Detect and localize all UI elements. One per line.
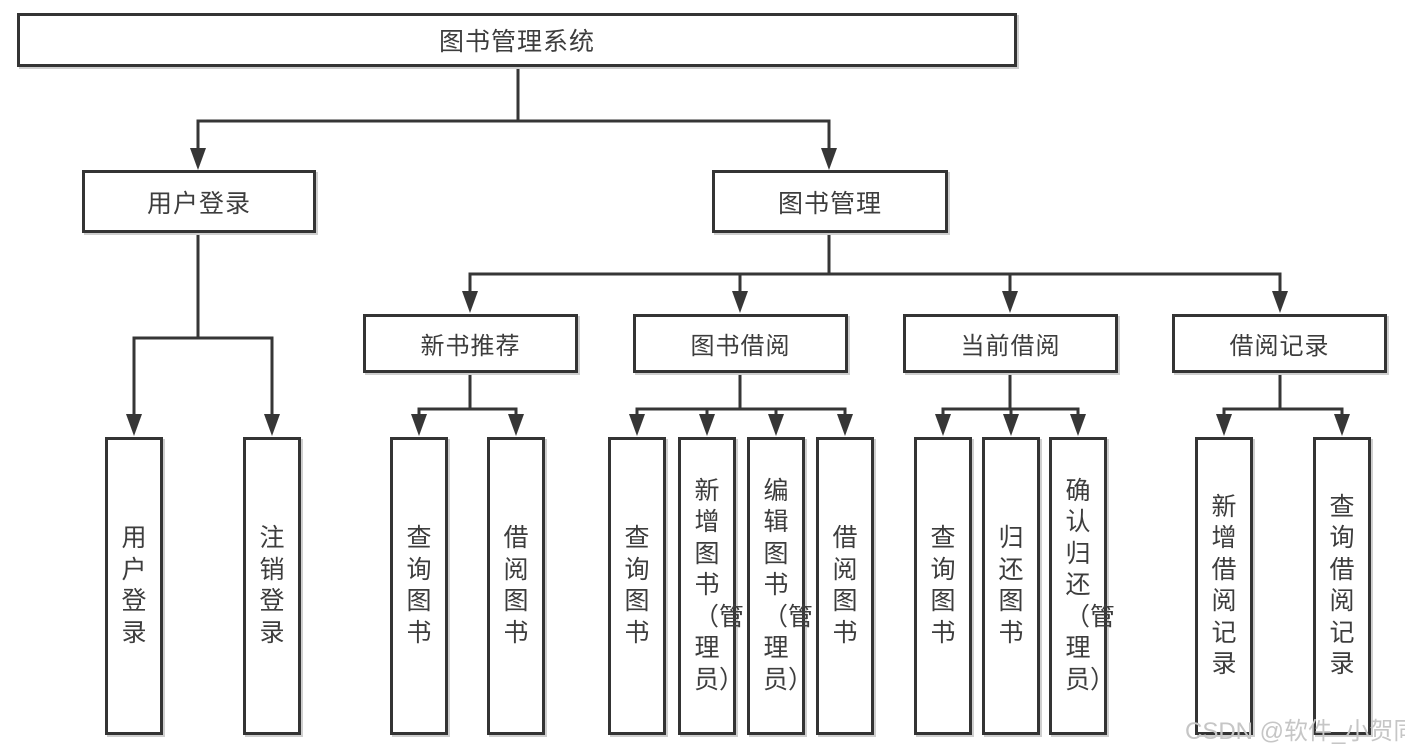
- node-label: 借阅图书: [832, 524, 858, 647]
- node-book-management: 图书管理: [712, 170, 948, 233]
- leaf-confirm-return-admin: 确认归还（管理员）: [1049, 437, 1116, 735]
- node-label: 查询图书: [406, 524, 432, 647]
- node-label: 归还图书: [998, 524, 1024, 647]
- node-label: 查询借阅记录: [1329, 492, 1355, 679]
- node-label: 查询图书: [930, 524, 956, 647]
- node-label: 图书管理系统: [438, 28, 595, 56]
- leaf-return-book: 归还图书: [982, 437, 1040, 735]
- node-book-borrowing: 图书借阅: [633, 314, 848, 373]
- node-label: 新书推荐: [420, 333, 521, 360]
- node-label: 编辑图书（管理员）: [763, 476, 814, 694]
- leaf-query-books-recommend: 查询图书: [390, 437, 448, 735]
- leaf-borrow-books-recommend: 借阅图书: [487, 437, 545, 735]
- leaf-logout: 注销登录: [243, 437, 301, 735]
- node-label: 新增借阅记录: [1211, 492, 1237, 679]
- node-label: 确认归还（管理员）: [1065, 476, 1116, 694]
- csdn-watermark: CSDN @软件_小贺同学: [1185, 718, 1405, 745]
- leaf-query-books-borrow: 查询图书: [608, 437, 666, 735]
- node-library-management-system: 图书管理系统: [17, 13, 1017, 67]
- node-label: 借阅记录: [1229, 333, 1330, 360]
- leaf-borrow-books: 借阅图书: [816, 437, 874, 735]
- leaf-add-borrow-record: 新增借阅记录: [1195, 437, 1253, 735]
- node-current-borrowing: 当前借阅: [903, 314, 1118, 373]
- node-new-book-recommend: 新书推荐: [363, 314, 578, 373]
- leaf-user-login: 用户登录: [105, 437, 163, 735]
- node-borrowing-records: 借阅记录: [1172, 314, 1387, 373]
- leaf-add-book-admin: 新增图书（管理员）: [678, 437, 745, 735]
- node-label: 注销登录: [259, 524, 285, 647]
- node-label: 新增图书（管理员）: [694, 476, 745, 694]
- node-label: 图书管理: [777, 189, 882, 218]
- node-label: 图书借阅: [690, 333, 791, 360]
- leaf-query-books-current: 查询图书: [914, 437, 972, 735]
- leaf-query-borrow-record: 查询借阅记录: [1313, 437, 1371, 735]
- leaf-edit-book-admin: 编辑图书（管理员）: [747, 437, 814, 735]
- node-label: 用户登录: [121, 524, 147, 647]
- node-user-login: 用户登录: [82, 170, 316, 233]
- node-label: 用户登录: [146, 189, 251, 218]
- node-label: 查询图书: [624, 524, 650, 647]
- node-label: 当前借阅: [960, 333, 1061, 360]
- node-label: 借阅图书: [503, 524, 529, 647]
- arrowheads: [126, 148, 1350, 436]
